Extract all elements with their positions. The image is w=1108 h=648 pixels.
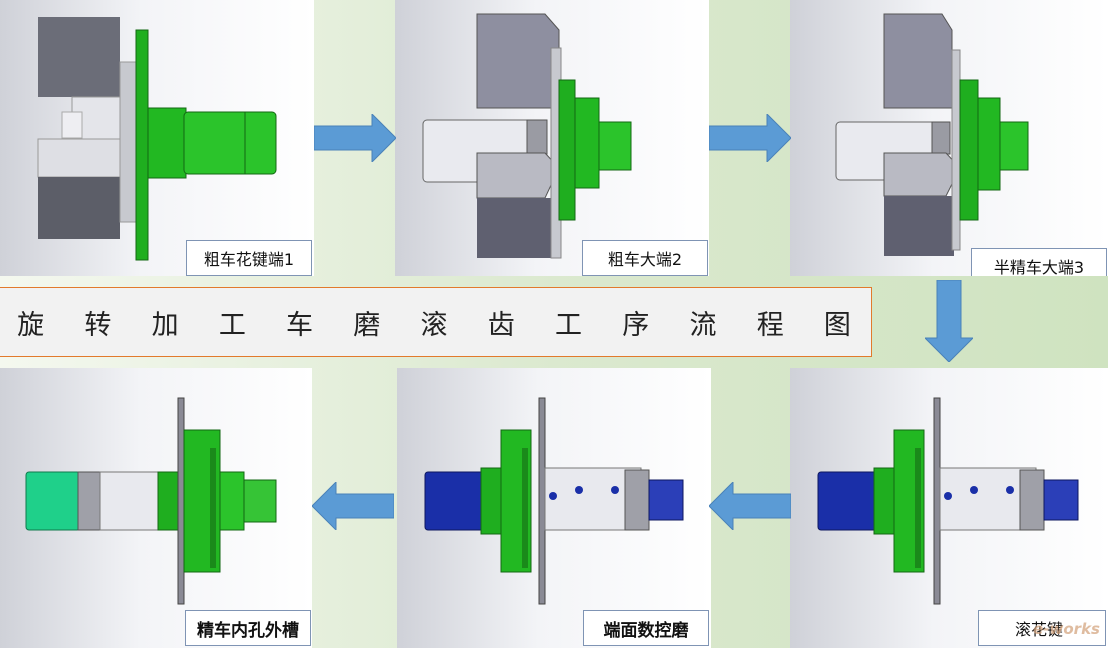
- step-3-label: 半精车大端3: [971, 248, 1107, 276]
- step-5-panel: 端面数控磨: [397, 368, 711, 648]
- hole-2: [970, 486, 978, 494]
- step-3-panel: 半精车大端3: [790, 0, 1108, 276]
- title-char: 图: [823, 309, 851, 341]
- green-hub: [219, 471, 245, 531]
- step-1-panel: 粗车花键端1: [0, 0, 314, 276]
- watermark-logo: e-works: [1033, 620, 1100, 638]
- title-banner: 旋 转 加 工 车 磨 滚 齿 工 序 流 程 图: [0, 287, 872, 357]
- step-4-label: 滚花键: [978, 610, 1106, 646]
- disc-face: [951, 49, 961, 251]
- arrow-right-icon-2: [709, 114, 791, 162]
- title-char: 旋: [17, 309, 45, 341]
- green-stub: [999, 121, 1029, 171]
- teal-sleeve: [25, 471, 81, 531]
- cutting-insert: [883, 152, 961, 197]
- arrow-left-icon-2: [312, 482, 394, 530]
- title-char: 滚: [420, 309, 448, 341]
- green-flange: [135, 29, 149, 261]
- hole-3: [1006, 486, 1014, 494]
- arrow-left-icon-1: [709, 482, 791, 530]
- title-char: 序: [622, 309, 650, 341]
- chuck-block-mid: [37, 138, 121, 178]
- title-char: 流: [689, 309, 717, 341]
- green-ring: [157, 471, 179, 531]
- chuck-block-top: [38, 17, 120, 97]
- title-char: 工: [218, 309, 246, 341]
- step-6-label: 精车内孔外槽: [185, 610, 311, 646]
- blue-sleeve: [817, 471, 879, 531]
- spline-end: [1043, 479, 1079, 521]
- green-flange: [959, 79, 979, 221]
- title-char: 齿: [487, 309, 515, 341]
- step-2-label: 粗车大端2: [582, 240, 708, 276]
- step-6-panel: 精车内孔外槽: [0, 368, 312, 648]
- knurl: [1019, 469, 1045, 531]
- thread-end: [243, 479, 277, 523]
- tool-block-bottom: [884, 196, 954, 256]
- title-char: 转: [84, 309, 112, 341]
- green-hub: [574, 97, 600, 189]
- green-hub: [147, 107, 187, 179]
- green-hub: [977, 97, 1001, 191]
- thin-disc: [177, 397, 185, 605]
- step-1-label: 粗车花键端1: [186, 240, 312, 276]
- tool-block-top: [476, 13, 560, 109]
- disc-face: [119, 61, 139, 223]
- step-4-panel: 滚花键: [790, 368, 1108, 648]
- hole-3: [611, 486, 619, 494]
- chuck-block-bottom: [38, 177, 120, 239]
- green-shaft: [183, 111, 277, 175]
- title-char: 磨: [353, 309, 381, 341]
- tool-block-bottom: [477, 198, 551, 258]
- chuck-step-small: [61, 111, 83, 139]
- step-2-panel: 粗车大端2: [395, 0, 709, 276]
- hole-1: [549, 492, 557, 500]
- silver-body: [99, 471, 163, 531]
- title-char: 加: [151, 309, 179, 341]
- spline-end: [648, 479, 684, 521]
- title-char: 车: [286, 309, 314, 341]
- title-char: 工: [554, 309, 582, 341]
- hole-2: [575, 486, 583, 494]
- knurl: [77, 471, 101, 531]
- green-stub: [598, 121, 632, 171]
- tool-block-top: [883, 13, 953, 109]
- knurl: [624, 469, 650, 531]
- cutting-insert: [476, 152, 560, 199]
- arrow-down-icon: [925, 280, 973, 362]
- thin-disc: [538, 397, 546, 605]
- thin-disc: [933, 397, 941, 605]
- blue-sleeve: [424, 471, 486, 531]
- arrow-right-icon-1: [314, 114, 396, 162]
- step-5-label: 端面数控磨: [583, 610, 709, 646]
- title-char: 程: [756, 309, 784, 341]
- hole-1: [944, 492, 952, 500]
- green-flange: [558, 79, 576, 221]
